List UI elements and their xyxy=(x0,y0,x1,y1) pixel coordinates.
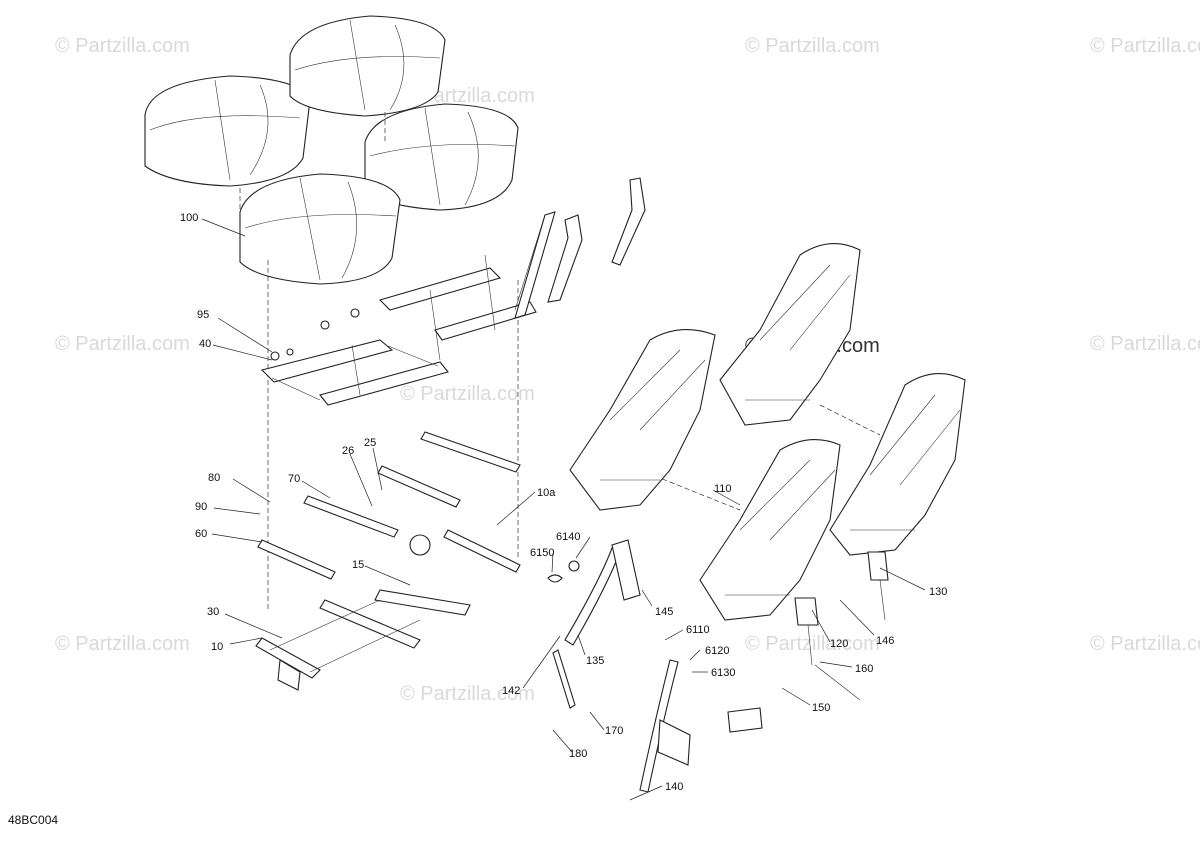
watermark: © Partzilla.com xyxy=(400,683,535,705)
callout-label: 90 xyxy=(195,501,207,513)
callout-label: 6130 xyxy=(711,667,735,679)
callout-label: 10 xyxy=(211,641,223,653)
callout-label: 95 xyxy=(197,309,209,321)
callout-label: 15 xyxy=(352,559,364,571)
watermark: © Partzilla.com xyxy=(55,633,190,655)
watermark: © Partzilla.com xyxy=(55,333,190,355)
watermark: © Partzilla.com xyxy=(400,383,535,405)
callout-label: 6110 xyxy=(686,624,710,636)
watermark: © Partzilla.com xyxy=(55,35,190,57)
callout-label: 170 xyxy=(605,725,623,737)
brackets xyxy=(547,177,646,303)
watermark: © Partzilla.com xyxy=(1090,333,1200,355)
callout-label: 110 xyxy=(714,483,732,495)
callout-label: 146 xyxy=(876,635,894,647)
seat-belts xyxy=(547,539,889,793)
watermark: © Partzilla.com xyxy=(745,633,880,655)
callout-label: 40 xyxy=(199,338,211,350)
callout-label: 120 xyxy=(830,638,848,650)
callout-label: 70 xyxy=(288,473,300,485)
callout-label: 6140 xyxy=(556,531,580,543)
callout-label: 180 xyxy=(569,748,587,760)
watermark: © Partzilla.com xyxy=(745,35,880,57)
callout-label: 30 xyxy=(207,606,219,618)
callout-label: 130 xyxy=(929,586,947,598)
bucket-seats xyxy=(569,243,966,621)
watermark: © Partzilla.com xyxy=(1090,35,1200,57)
callout-label: 145 xyxy=(655,606,673,618)
seat-cushions xyxy=(144,15,519,285)
leader-lines xyxy=(201,218,926,801)
base-frame xyxy=(255,589,471,691)
callout-label: 150 xyxy=(812,702,830,714)
seat-frame xyxy=(260,211,556,406)
callout-label: 60 xyxy=(195,528,207,540)
watermark-layer: © Partzilla.com © Partzilla.com © Partzi… xyxy=(55,35,1200,705)
callout-label: 6120 xyxy=(705,645,729,657)
callout-label: 160 xyxy=(855,663,873,675)
diagram-code: 48BC004 xyxy=(8,813,58,827)
callout-label: 80 xyxy=(208,472,220,484)
slide-rails xyxy=(257,431,521,580)
watermark: © Partzilla.com xyxy=(1090,633,1200,655)
callout-label: 100 xyxy=(180,212,198,224)
callout-label: 25 xyxy=(364,437,376,449)
callout-label: 10a xyxy=(537,487,556,499)
callout-label: 140 xyxy=(665,781,683,793)
callout-label: 135 xyxy=(586,655,604,667)
callout-label: 26 xyxy=(342,445,354,457)
callout-labels: 100 95 40 26 25 70 80 90 60 10a 15 30 10… xyxy=(180,212,947,793)
callout-label: 6150 xyxy=(530,547,554,559)
callout-label: 142 xyxy=(502,685,520,697)
